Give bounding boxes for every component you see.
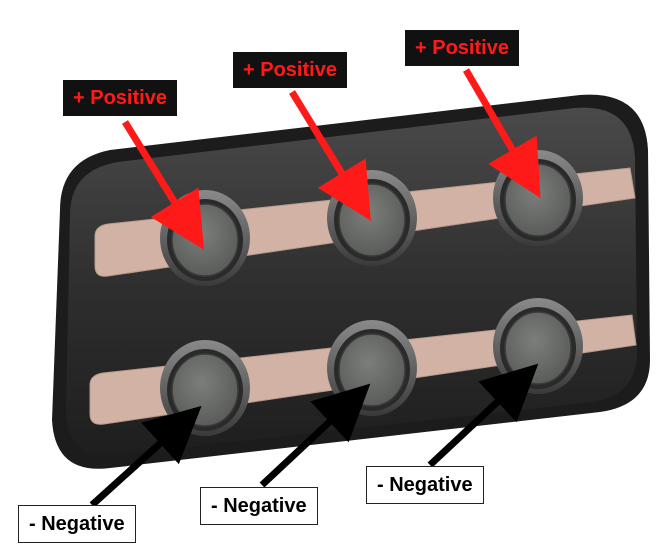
positive-label: + Positive (233, 52, 347, 88)
positive-contact (327, 170, 417, 266)
negative-contact (493, 298, 583, 394)
negative-label: - Negative (18, 505, 136, 543)
negative-arrow (89, 405, 202, 508)
positive-arrow (122, 120, 205, 250)
negative-contact (160, 340, 250, 436)
positive-arrow (462, 68, 541, 199)
negative-contact (327, 320, 417, 416)
positive-arrow (289, 90, 371, 221)
positive-label: + Positive (405, 30, 519, 66)
negative-label: - Negative (200, 487, 318, 525)
negative-arrow (259, 383, 371, 488)
positive-contact (493, 150, 583, 246)
negative-label: - Negative (366, 466, 484, 504)
positive-label: + Positive (63, 80, 177, 116)
negative-arrow (427, 363, 539, 468)
